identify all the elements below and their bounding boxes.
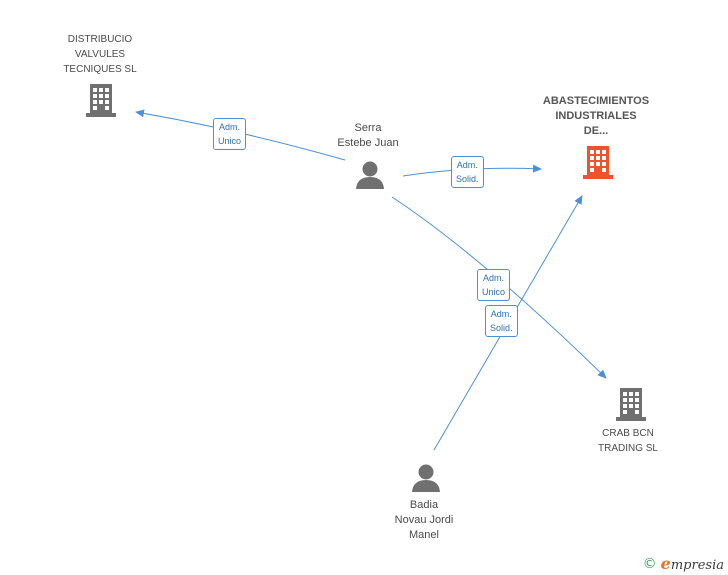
building-icon[interactable] xyxy=(616,388,646,421)
copyright-icon: © xyxy=(642,555,657,572)
brand-logo[interactable]: empresia xyxy=(660,554,724,573)
company-label-distribucio[interactable]: DISTRIBUCIO VALVULES TECNIQUES SL xyxy=(63,34,137,75)
person-label-badia[interactable]: Badia Novau Jordi Manel xyxy=(394,499,454,541)
edge-label-badia-abastecimientos: Adm. Solid. xyxy=(485,305,518,337)
footer-brand: © empresia xyxy=(643,554,724,573)
person-icon[interactable] xyxy=(412,464,440,493)
edge-label-serra-abastecimientos: Adm. Solid. xyxy=(451,156,484,188)
edge-label-serra-distribucio: Adm. Unico xyxy=(213,118,247,150)
edge-label-serra-crab: Adm. Unico xyxy=(477,269,511,301)
company-label-abastecimientos[interactable]: ABASTECIMIENTOS INDUSTRIALES DE... xyxy=(542,95,650,137)
building-icon[interactable] xyxy=(86,84,116,117)
company-label-crab[interactable]: CRAB BCN TRADING SL xyxy=(597,428,658,454)
person-label-serra[interactable]: Serra Estebe Juan xyxy=(337,122,399,149)
person-icon[interactable] xyxy=(356,161,384,190)
building-icon-highlighted[interactable] xyxy=(583,146,613,179)
